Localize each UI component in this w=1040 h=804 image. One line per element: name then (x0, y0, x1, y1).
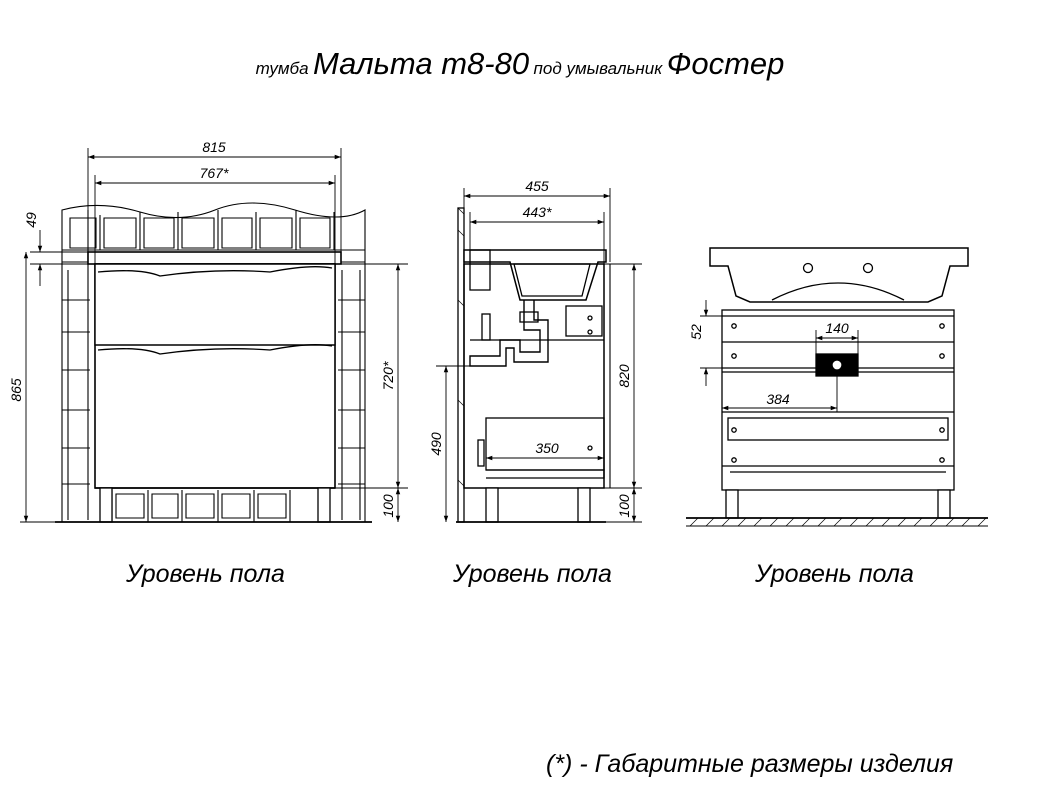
dim-455: 455 (525, 178, 549, 194)
front-dimensions (20, 148, 408, 523)
leg (485, 487, 499, 523)
back-view (686, 247, 988, 527)
sink-top (87, 251, 342, 265)
leg (99, 487, 113, 523)
side-view (456, 207, 611, 523)
title-middle: под умывальник (533, 59, 663, 78)
floor-label-front: Уровень пола (126, 560, 285, 588)
dim-front-legs: 100 (380, 494, 396, 518)
back-dimensions (700, 300, 859, 412)
leg (577, 487, 591, 523)
sink-bowl (463, 249, 607, 301)
dim-767: 767* (200, 165, 229, 181)
dim-443: 443* (523, 204, 552, 220)
dim-720: 720* (380, 361, 396, 390)
drawing-title: тумба Мальта т8-80 под умывальник Фостер (0, 46, 1040, 82)
lower-drawer (97, 344, 333, 355)
leg (317, 487, 331, 523)
title-model: Мальта т8-80 (313, 46, 530, 81)
dim-52: 52 (688, 324, 704, 340)
title-sink: Фостер (666, 46, 785, 81)
leg (725, 489, 739, 519)
dim-49: 49 (23, 212, 39, 228)
title-prefix: тумба (255, 59, 309, 78)
dim-490: 490 (428, 432, 444, 456)
dim-865: 865 (8, 378, 24, 402)
floor-label-side: Уровень пола (453, 560, 612, 588)
dim-815: 815 (202, 139, 226, 155)
cabinet-side (463, 263, 605, 489)
dim-820: 820 (616, 364, 632, 388)
cabinet-back (721, 309, 955, 491)
side-dimensions (436, 188, 642, 523)
dim-side-legs: 100 (616, 494, 632, 518)
front-view (55, 202, 372, 523)
sink-back (709, 247, 969, 303)
floor-label-back: Уровень пола (755, 560, 914, 588)
siphon (469, 300, 549, 367)
dim-384: 384 (766, 391, 790, 407)
dim-140: 140 (825, 320, 849, 336)
upper-drawer (94, 263, 336, 346)
dim-350: 350 (535, 440, 559, 456)
leg (937, 489, 951, 519)
footnote: (*) - Габаритные размеры изделия (546, 750, 954, 778)
